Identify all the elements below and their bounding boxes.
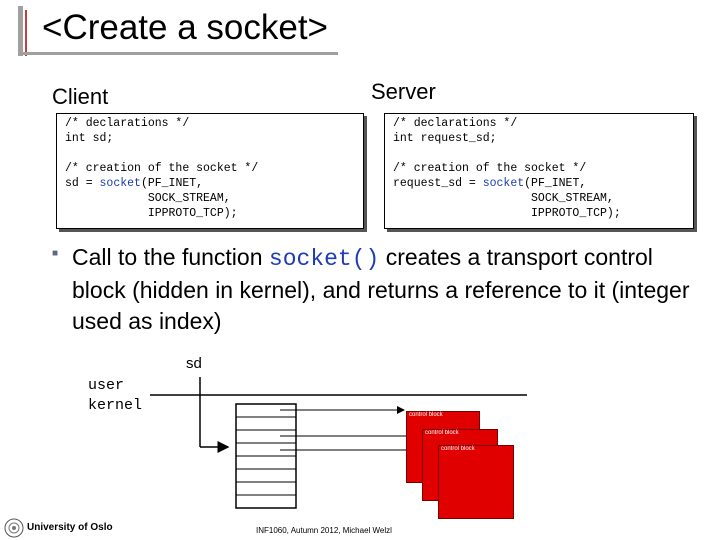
title-rule-horizontal xyxy=(18,52,338,55)
user-label: user xyxy=(88,377,125,394)
client-label: Client xyxy=(52,84,109,109)
bullet-code: socket() xyxy=(268,246,380,272)
server-code-line: request_sd = socket(PF_INET, xyxy=(393,177,587,190)
title-rule-accent xyxy=(25,10,27,56)
title-rule-vertical xyxy=(18,6,23,56)
client-code-line: int sd; xyxy=(65,132,114,145)
server-code-box: /* declarations */ int request_sd; /* cr… xyxy=(384,113,694,229)
client-code-box: /* declarations */ int sd; /* creation o… xyxy=(56,113,364,229)
server-code-line: /* creation of the socket */ xyxy=(393,162,587,175)
slide-title: <Create a socket> xyxy=(42,8,328,47)
socket-keyword: socket xyxy=(482,177,525,190)
bullet-text-after: creates a transport control block (hidde… xyxy=(72,244,690,334)
client-code-line: /* declarations */ xyxy=(65,117,190,130)
control-block-label: control block xyxy=(409,412,443,418)
bullet-text-before: Call to the function xyxy=(72,244,269,270)
control-block: control block xyxy=(438,445,514,519)
title-bar: <Create a socket> xyxy=(8,0,720,60)
bullet-text: Call to the function socket() creates a … xyxy=(72,242,712,337)
footer-university: University of Oslo xyxy=(27,522,113,533)
control-block-label: control block xyxy=(441,446,475,452)
server-code-line: /* declarations */ xyxy=(393,117,518,130)
server-code-line: IPPROTO_TCP); xyxy=(393,207,621,220)
client-code-line: IPPROTO_TCP); xyxy=(65,207,238,220)
socket-keyword: socket xyxy=(99,177,141,190)
client-code-line: /* creation of the socket */ xyxy=(65,162,259,175)
control-block-label: control block xyxy=(425,430,459,436)
university-seal-icon xyxy=(4,518,24,538)
descriptor-table xyxy=(235,403,297,509)
server-code-line: int request_sd; xyxy=(393,132,497,145)
client-code-line: SOCK_STREAM, xyxy=(65,192,231,205)
footer-course: INF1060, Autumn 2012, Michael Welzl xyxy=(256,526,392,535)
server-label: Server xyxy=(371,79,436,104)
client-code-line: sd = socket(PF_INET, xyxy=(65,177,204,190)
sd-label: sd xyxy=(186,355,202,372)
kernel-label: kernel xyxy=(88,397,143,414)
bullet-marker-icon: ■ xyxy=(52,248,59,259)
server-code-line: SOCK_STREAM, xyxy=(393,192,614,205)
